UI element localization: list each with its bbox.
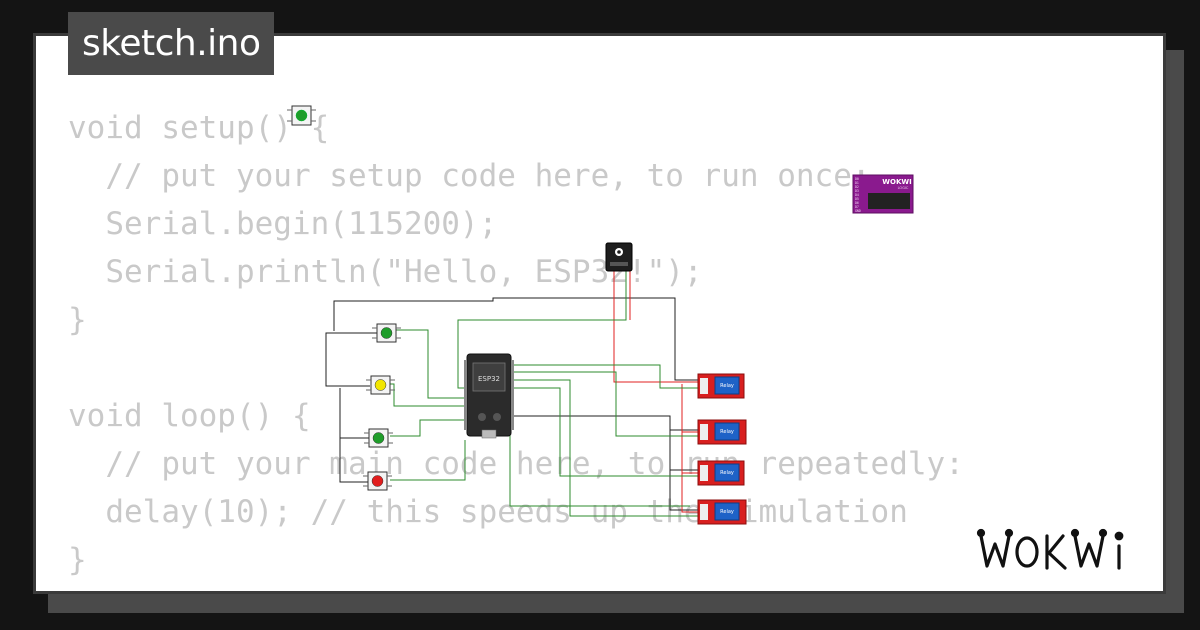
- wire-black: [333, 297, 700, 381]
- code-editor: void setup() { // put your setup code he…: [68, 104, 964, 584]
- code-line: }: [68, 302, 87, 338]
- code-line: Serial.println("Hello, ESP32!");: [68, 254, 703, 290]
- wire-green: [390, 383, 468, 407]
- button-cap: [374, 379, 387, 391]
- analyzer-pin: D2: [855, 185, 859, 189]
- code-line: void setup() {: [68, 110, 330, 146]
- wokwi-logo: [975, 522, 1151, 578]
- relay-module-1[interactable]: Relay: [697, 373, 745, 399]
- analyzer-pin: D7: [855, 205, 859, 209]
- button-cap: [371, 475, 384, 487]
- esp32-board[interactable]: ESP32: [464, 353, 514, 439]
- push-button-1[interactable]: [372, 323, 401, 343]
- analyzer-pin: D6: [855, 201, 859, 205]
- button-cap: [380, 327, 393, 339]
- relay-label: Relay: [720, 470, 734, 476]
- project-card: void setup() { // put your setup code he…: [33, 33, 1166, 594]
- push-button-top[interactable]: [287, 105, 316, 126]
- code-line: }: [68, 542, 87, 578]
- analyzer-pin: D5: [855, 197, 859, 201]
- relay-label: Relay: [720, 509, 734, 515]
- push-button-3[interactable]: [364, 428, 393, 448]
- relay-module-2[interactable]: Relay: [697, 419, 747, 445]
- analyzer-pin: D3: [855, 189, 859, 193]
- wire-green: [457, 270, 627, 389]
- button-cap: [372, 432, 385, 444]
- logic-analyzer[interactable]: WOKWI LOGIC D0 D1 D2 D3 D4 D5 D6 D7 GND: [852, 174, 914, 214]
- sketch-filename-tab[interactable]: sketch.ino: [68, 12, 275, 75]
- wire-black: [669, 470, 700, 511]
- wokwi-logo-mark: [976, 528, 1124, 570]
- code-line: delay(10); // this speeds up the simulat…: [68, 494, 908, 530]
- wire-green: [510, 387, 700, 477]
- wire-black: [512, 415, 700, 431]
- wire-green: [390, 440, 466, 481]
- wire-green: [510, 364, 700, 389]
- analyzer-pin: D4: [855, 193, 859, 197]
- wire-red: [613, 270, 700, 383]
- wire-red: [681, 473, 700, 513]
- push-button-4[interactable]: [363, 471, 392, 491]
- wire-black: [339, 388, 370, 439]
- wire-red: [681, 432, 700, 474]
- analyzer-subtitle: LOGIC: [898, 186, 909, 190]
- push-button-2[interactable]: [366, 375, 395, 395]
- code-line: // put your setup code here, to run once…: [68, 158, 871, 194]
- wire-green: [510, 371, 700, 437]
- relay-module-3[interactable]: Relay: [697, 460, 745, 486]
- relay-label: Relay: [720, 383, 734, 389]
- analyzer-brand: WOKWI: [882, 178, 911, 186]
- code-line: Serial.begin(115200);: [68, 206, 498, 242]
- analyzer-pin: GND: [855, 209, 861, 213]
- relay-module-4[interactable]: Relay: [697, 499, 747, 525]
- wire-green: [390, 419, 468, 437]
- sensor-module[interactable]: [605, 242, 633, 272]
- esp32-label: ESP32: [478, 375, 500, 383]
- analyzer-pin: D1: [855, 181, 859, 185]
- code-line: void loop() {: [68, 398, 311, 434]
- wire-green: [510, 379, 700, 517]
- relay-label: Relay: [720, 429, 734, 435]
- wire-red: [681, 384, 700, 433]
- wires: [325, 270, 700, 517]
- analyzer-pin: D0: [855, 177, 859, 181]
- button-cap: [295, 109, 308, 122]
- wire-black: [339, 438, 370, 483]
- wire-green: [395, 329, 468, 399]
- wire-green: [509, 395, 690, 507]
- wire-black: [325, 332, 378, 387]
